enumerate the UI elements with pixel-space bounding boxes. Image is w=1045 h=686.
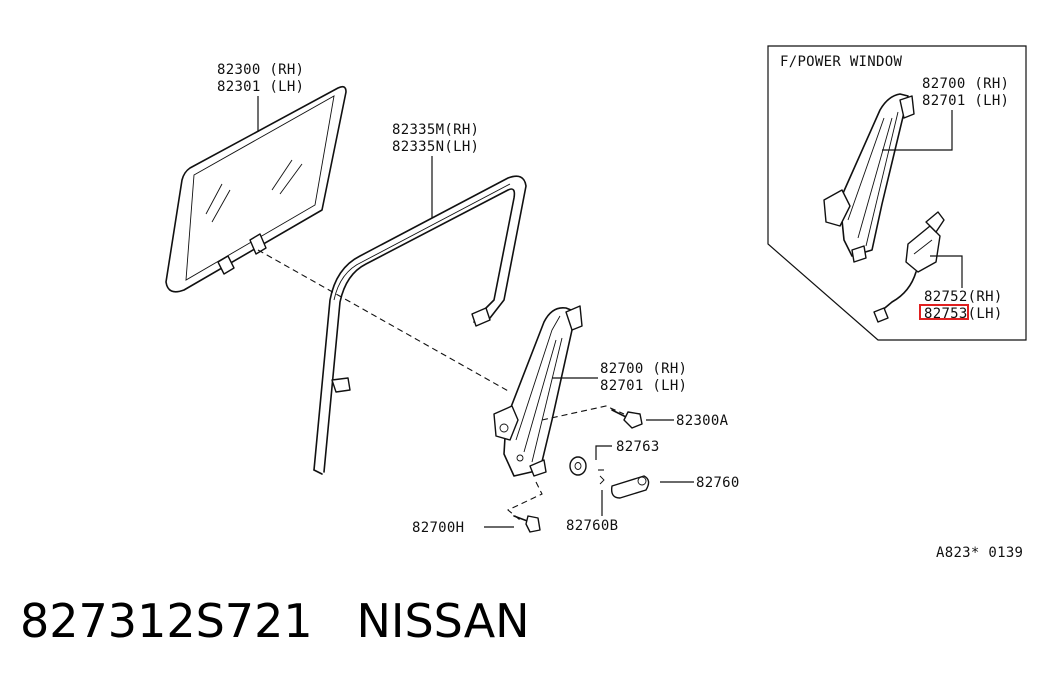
label-bolt-82700h: 82700H bbox=[412, 520, 464, 536]
inset-label-motor-rh: 82752(RH) bbox=[924, 289, 1003, 305]
figure-code: A823* 0139 bbox=[936, 545, 1023, 561]
door-glass bbox=[165, 85, 347, 293]
label-handle-82760b: 82760B bbox=[566, 518, 618, 534]
bolt-82300a bbox=[611, 409, 643, 429]
label-glass-rh: 82300 (RH) bbox=[217, 62, 304, 78]
inset-label-regulator-rh: 82700 (RH) bbox=[922, 76, 1009, 92]
clip-82760b bbox=[599, 475, 605, 485]
label-glass-lh: 82301 (LH) bbox=[217, 79, 304, 95]
inset-title: F/POWER WINDOW bbox=[780, 54, 902, 70]
handle-82760 bbox=[610, 475, 650, 499]
glass-run-channel bbox=[313, 175, 527, 475]
part-caption: 827312S721 NISSAN bbox=[20, 594, 530, 648]
bolt-82700h bbox=[513, 515, 541, 533]
inset-label-regulator-lh: 82701 (LH) bbox=[922, 93, 1009, 109]
window-regulator bbox=[493, 305, 583, 477]
label-run-rh: 82335M(RH) bbox=[392, 122, 479, 138]
label-run-lh: 82335N(LH) bbox=[392, 139, 479, 155]
highlight-box bbox=[919, 304, 969, 320]
assembly-lines bbox=[257, 249, 625, 521]
label-regulator-lh: 82701 (LH) bbox=[600, 378, 687, 394]
label-handle-82760: 82760 bbox=[696, 475, 740, 491]
leader-lines bbox=[257, 96, 694, 528]
power-window-inset: F/POWER WINDOW 82700 (RH) 82701 (LH) 827… bbox=[767, 45, 1027, 341]
label-washer-82763: 82763 bbox=[616, 439, 660, 455]
label-bolt-82300a: 82300A bbox=[676, 413, 729, 429]
label-regulator-rh: 82700 (RH) bbox=[600, 361, 687, 377]
washer-82763 bbox=[569, 456, 587, 476]
